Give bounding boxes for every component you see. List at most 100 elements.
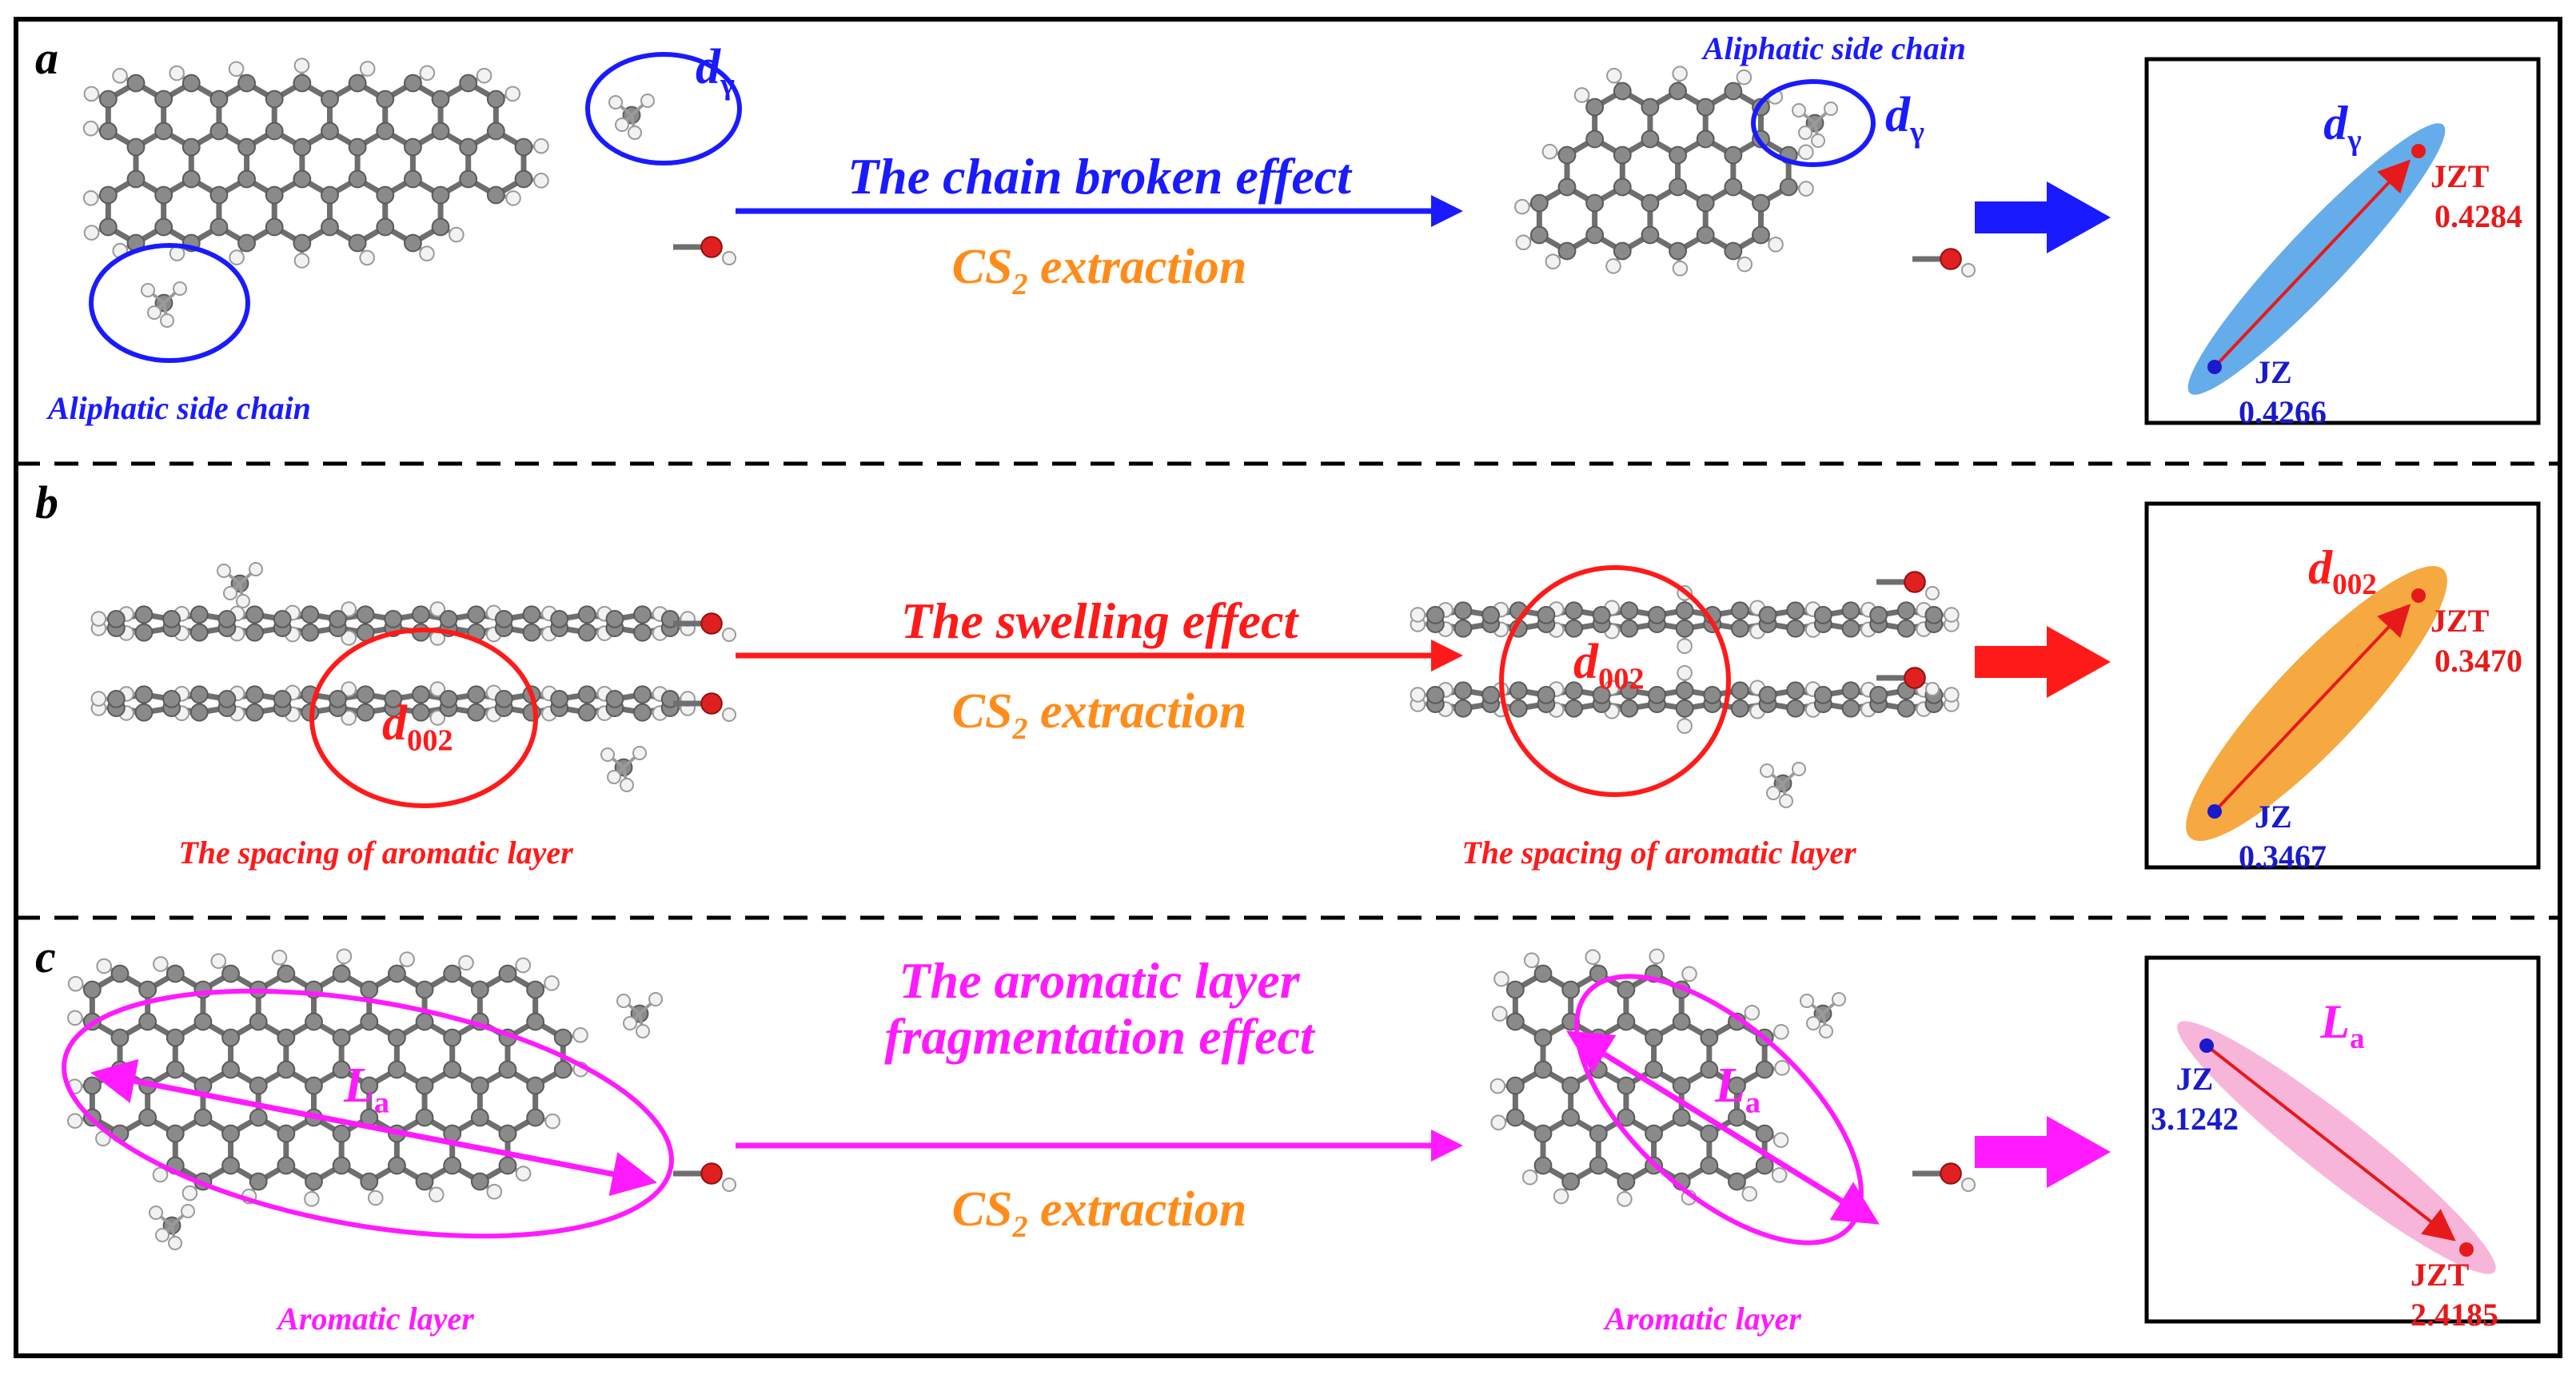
oxygen-atom <box>700 692 723 715</box>
jzt-point <box>2459 1242 2474 1257</box>
carbon-atom <box>412 685 430 704</box>
box-param-label-sub: γ <box>2347 124 2361 157</box>
carbon-atom <box>1696 193 1715 213</box>
box-param-label-sub: a <box>2350 1022 2365 1055</box>
method-main: CS <box>952 1182 1013 1237</box>
methyl-group <box>217 562 263 608</box>
carbon-atom <box>1758 686 1777 704</box>
carbon-atom <box>126 74 146 93</box>
carbon-atom <box>165 1060 185 1079</box>
carbon-atom <box>415 1172 434 1191</box>
carbon-atom <box>348 138 367 157</box>
carbon-atom <box>249 1172 268 1191</box>
carbon-atom <box>1620 601 1639 620</box>
hydrogen-atom <box>1772 1132 1789 1148</box>
carbon-atom <box>265 122 284 141</box>
highlight-circle <box>309 628 538 808</box>
hydrogen-atom <box>82 120 99 137</box>
carbon-atom <box>249 1012 268 1031</box>
hydrogen-atom <box>1573 87 1590 103</box>
carbon-atom <box>221 1060 240 1079</box>
hydrogen-atom <box>96 958 112 974</box>
hydrogen-atom <box>66 1113 83 1129</box>
hydrogen-atom <box>505 190 521 206</box>
carbon-atom <box>1589 1060 1608 1079</box>
carbon-atom <box>467 703 486 722</box>
carbon-atom <box>165 1028 185 1047</box>
carbon-atom <box>162 690 181 708</box>
carbon-atom <box>293 138 312 157</box>
carbon-atom <box>384 610 403 628</box>
hydrogen-atom <box>1677 665 1693 681</box>
carbon-atom <box>494 610 513 628</box>
hydrogen-atom <box>419 65 436 82</box>
hydrogen-atom <box>1792 762 1806 776</box>
carbon-atom <box>470 1108 489 1127</box>
hydrogen-atom <box>1514 198 1530 215</box>
carbon-atom <box>1779 177 1798 197</box>
carbon-atom <box>384 690 403 708</box>
hydrogen-atom <box>1489 1078 1506 1094</box>
hydrogen-atom <box>1774 1060 1790 1076</box>
carbon-atom <box>154 122 173 141</box>
carbon-atom <box>321 90 339 109</box>
carbon-atom <box>526 980 545 999</box>
hydrogen-atom <box>1493 970 1509 987</box>
carbon-atom <box>459 74 478 93</box>
hydrogen-atom <box>429 710 446 726</box>
carbon-atom <box>459 138 478 157</box>
carbon-atom <box>1841 681 1860 700</box>
carbon-atom <box>470 1172 489 1191</box>
jz-point <box>2207 804 2222 819</box>
carbon-atom <box>106 610 126 628</box>
hydrogen-atom <box>341 630 357 646</box>
hydrogen-atom <box>304 1191 320 1207</box>
carbon-atom <box>412 703 430 722</box>
carbon-atom <box>348 169 367 189</box>
carbon-atom <box>522 623 541 642</box>
carbon-atom <box>376 217 395 237</box>
hydrogen-atom <box>1490 1114 1507 1130</box>
hydrogen-atom <box>293 58 310 74</box>
right-molecule-label: The spacing of aromatic layer <box>1461 835 1856 871</box>
carbon-atom <box>134 605 154 624</box>
carbon-atom <box>553 1028 572 1047</box>
carbon-atom <box>1453 699 1473 718</box>
carbon-atom <box>245 703 264 722</box>
carbon-atom <box>217 610 237 628</box>
hydrogen-atom <box>722 1178 736 1192</box>
param-label-left: d002 <box>382 696 453 758</box>
carbon-atom <box>1585 225 1605 245</box>
hydrogen-atom <box>336 948 353 965</box>
carbon-atom <box>1924 606 1944 624</box>
carbon-atom <box>376 185 395 205</box>
carbon-atom <box>498 964 517 983</box>
carbon-atom <box>1505 1012 1525 1031</box>
hydrogen-atom <box>1606 67 1622 84</box>
hydrogen-atom <box>271 949 288 966</box>
oxygen-atom <box>1904 667 1926 689</box>
effect-title: The aromatic layer <box>899 952 1300 1009</box>
carbon-atom <box>134 623 154 642</box>
carbon-atom <box>106 690 126 708</box>
carbon-atom <box>431 185 450 205</box>
carbon-atom <box>277 964 296 983</box>
box-param-label-sub: 002 <box>2332 568 2377 601</box>
carbon-atom <box>1592 606 1611 624</box>
hydrogen-atom <box>1617 1191 1633 1207</box>
hydroxyl-group <box>673 236 736 265</box>
highlight-ellipse <box>62 988 674 1239</box>
carbon-atom <box>98 122 118 141</box>
hydroxyl-group <box>1912 1162 1976 1192</box>
carbon-atom <box>1675 699 1694 718</box>
carbon-atom <box>498 1124 517 1143</box>
carbon-atom <box>1589 1124 1608 1143</box>
carbon-atom <box>1565 699 1583 718</box>
carbon-atom <box>1731 681 1749 700</box>
hydrogen-atom <box>1768 237 1784 253</box>
hydrogen-atom <box>160 313 174 328</box>
carbon-atom <box>404 169 422 189</box>
hydrogen-atom <box>1737 256 1753 273</box>
carbon-atom <box>193 1012 213 1031</box>
panel-letter: c <box>35 931 56 982</box>
